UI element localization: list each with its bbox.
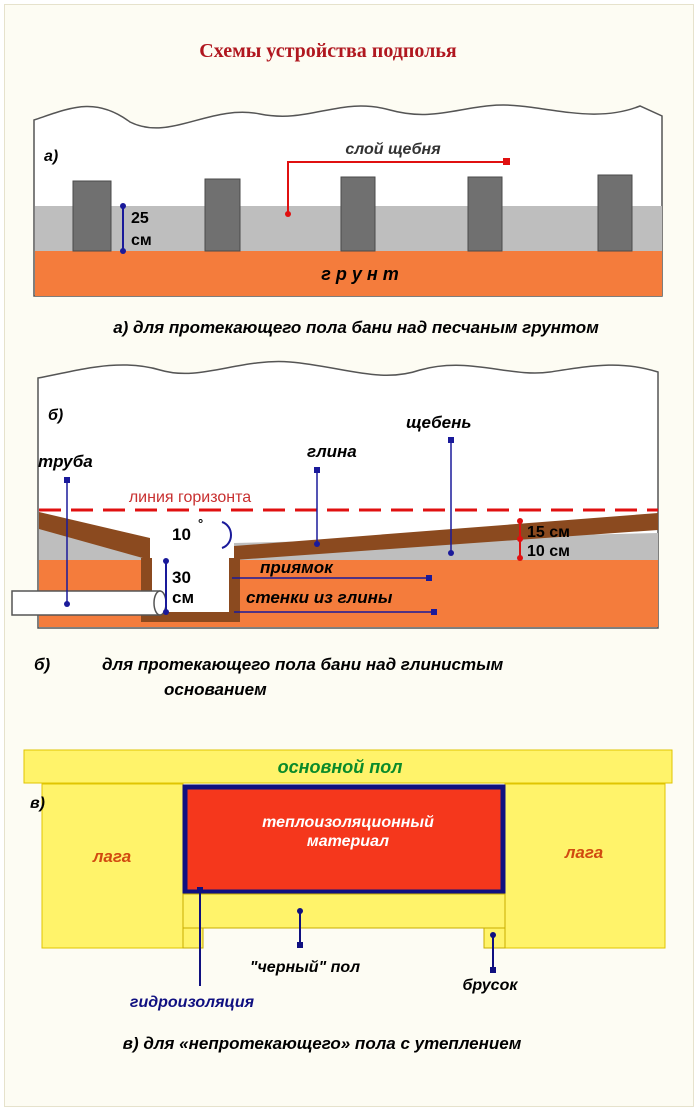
leader-dot (448, 550, 454, 556)
diagram-c-letter: в) (30, 795, 45, 812)
leader-end-marker (431, 609, 437, 615)
dimension-dot (163, 609, 169, 615)
insulation-label-line2: материал (307, 833, 389, 850)
dimension-dot (120, 248, 126, 254)
diagram-b-caption-line2: основанием (164, 680, 267, 699)
leader-end-marker (297, 942, 303, 948)
diagram-a: а) слой щебня 25 см г р у н т (33, 104, 663, 297)
post (467, 176, 503, 252)
clay-layer-right (234, 513, 658, 560)
pit-depth-value: 30 (172, 568, 191, 587)
leader-end-marker (314, 467, 320, 473)
post (597, 174, 633, 252)
leader-end-marker (64, 477, 70, 483)
leader-dot (64, 601, 70, 607)
leader-end-marker (197, 887, 203, 893)
bar-label: брусок (463, 977, 519, 994)
gravel-label: щебень (406, 413, 471, 432)
pit-label: приямок (260, 558, 334, 577)
leader-dot (297, 908, 303, 914)
horizon-label: линия горизонта (129, 489, 251, 506)
insulation-material (182, 784, 506, 895)
subfloor-label: "черный" пол (250, 959, 360, 976)
left-joist-label: лага (92, 847, 131, 866)
right-joist (504, 783, 666, 949)
leader-end-marker (490, 967, 496, 973)
walls-label: стенки из глины (246, 588, 393, 607)
right-joist-label: лага (564, 843, 603, 862)
dimension-dot (517, 536, 523, 542)
layer-bottom-thickness: 10 см (527, 543, 570, 560)
gravel-leader-line (287, 161, 507, 214)
layer-top-thickness: 15 см (527, 524, 570, 541)
dimension-dot (517, 555, 523, 561)
leader-dot (314, 541, 320, 547)
diagram-c-caption: в) для «непротекающего» пола с утепление… (123, 1034, 522, 1053)
pit-depth-unit: см (172, 588, 194, 607)
clay-label: глина (307, 442, 357, 461)
diagram-b-caption-letter: б) (34, 655, 51, 674)
angle-value: 10 (172, 525, 191, 544)
waterproofing-label: гидроизоляция (130, 994, 255, 1011)
pipe-label: труба (38, 452, 93, 471)
soil-layer (35, 251, 662, 296)
diagram-a-caption: а) для протекающего пола бани над песчан… (113, 318, 599, 337)
angle-unit: ° (198, 516, 203, 531)
diagram-b-caption-line1: для протекающего пола бани над глинистым (102, 655, 504, 674)
diagram-c: основной пол лага лага теплоизоляционный… (23, 749, 673, 1011)
leader-end-marker (426, 575, 432, 581)
dimension-dot (517, 518, 523, 524)
depth-value: 25 (131, 210, 149, 227)
leader-dot (490, 932, 496, 938)
support-bar-left (182, 927, 204, 949)
angle-arc (221, 521, 232, 549)
main-floor-label: основной пол (278, 757, 403, 777)
drain-pipe (11, 590, 161, 616)
insulation-label-line1: теплоизоляционный (262, 814, 434, 831)
diagram-b-letter: б) (48, 407, 63, 424)
gravel-layer-label: слой щебня (345, 141, 441, 158)
ground-label: г р у н т (321, 264, 399, 284)
support-bar-right (483, 927, 506, 949)
depth-unit: см (131, 232, 152, 249)
diagram-a-letter: а) (44, 148, 58, 165)
gravel-layer-right (234, 533, 658, 560)
post (340, 176, 376, 252)
leader-end-marker (448, 437, 454, 443)
diagram-b: линия горизонта б) труба глина щебень 10… (11, 360, 659, 629)
left-joist (41, 783, 184, 949)
main-floor-board (23, 749, 673, 784)
dimension-dot (120, 203, 126, 209)
post (204, 178, 241, 252)
leader-dot (285, 211, 291, 217)
post (72, 180, 112, 252)
page-title: Схемы устройства подполья (199, 40, 457, 62)
subfloor-board (182, 893, 506, 929)
dimension-dot (163, 558, 169, 564)
leader-end-marker (503, 158, 510, 165)
